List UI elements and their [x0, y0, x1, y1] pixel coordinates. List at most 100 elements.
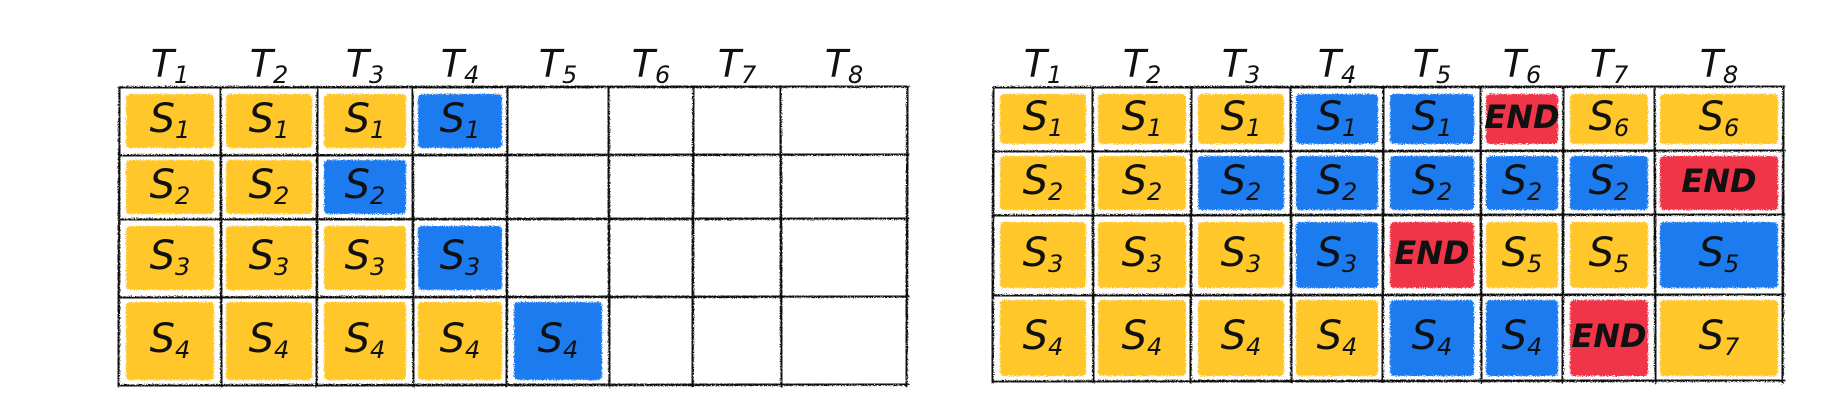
cell-label-left-r1-c3-subscript: 1	[370, 116, 385, 144]
cell-label-right-r2-c7: S2	[1589, 158, 1630, 206]
cell-label-right-r1-c4-subscript: 1	[1342, 114, 1357, 142]
cell-label-left-r3-c2-base: S	[249, 233, 274, 279]
grid-hline-left-2	[118, 216, 910, 222]
cell-label-right-r4-c2-base: S	[1122, 313, 1147, 359]
cell-label-right-r3-c6-subscript: 5	[1527, 250, 1542, 278]
cell-fill-right-r1-c4	[1296, 94, 1378, 144]
cell-label-left-r2-c2: S2	[249, 162, 290, 210]
cell-fill-right-r3-c1	[1000, 222, 1086, 288]
grid-hline-left-3	[118, 294, 910, 300]
cell-label-left-r3-c3: S3	[345, 233, 386, 281]
cell-label-right-r2-c5: S2	[1412, 158, 1453, 206]
column-header-left-8: T8	[825, 42, 864, 90]
cell-label-right-r4-c8: S7	[1699, 313, 1740, 361]
cell-fill-right-r1-c2	[1098, 94, 1186, 144]
column-header-right-2-base: T	[1123, 42, 1149, 86]
grid-vline-right-1	[1090, 86, 1096, 384]
cell-label-right-r4-c7-base: END	[1571, 317, 1646, 355]
column-header-left-1-subscript: 1	[174, 61, 189, 89]
cell-label-right-r4-c2-subscript: 4	[1147, 333, 1162, 361]
cell-label-right-r3-c2-subscript: 3	[1147, 250, 1162, 278]
cell-label-left-r4-c1-subscript: 4	[175, 336, 190, 364]
cell-label-right-r2-c2-subscript: 2	[1147, 178, 1162, 206]
cell-label-right-r4-c4-base: S	[1317, 313, 1342, 359]
cell-fill-left-r1-c1	[126, 94, 214, 148]
column-header-left-7: T7	[718, 42, 757, 90]
cell-label-right-r1-c2: S1	[1122, 94, 1163, 142]
cell-fill-right-r4-c5	[1390, 300, 1474, 376]
column-header-left-4: T4	[441, 42, 480, 90]
cell-label-right-r3-c8-base: S	[1699, 230, 1724, 276]
cell-label-right-r2-c3: S2	[1221, 158, 1262, 206]
column-header-left-8-subscript: 8	[848, 61, 863, 89]
cell-label-right-r2-c5-subscript: 2	[1437, 178, 1452, 206]
cell-label-right-r4-c7: END	[1571, 317, 1646, 355]
cell-label-right-r2-c6-base: S	[1502, 158, 1527, 204]
cell-label-right-r4-c4: S4	[1317, 313, 1358, 361]
cell-label-left-r4-c1: S4	[150, 316, 191, 364]
cell-label-left-r1-c2-subscript: 1	[274, 116, 289, 144]
column-header-right-2-subscript: 2	[1146, 61, 1161, 89]
column-header-left-5: T5	[539, 42, 578, 90]
column-header-right-8-base: T	[1700, 42, 1726, 86]
cell-fill-right-r1-c3	[1198, 94, 1284, 144]
cell-label-right-r3-c8-subscript: 5	[1724, 250, 1739, 278]
column-header-left-7-subscript: 7	[741, 61, 757, 89]
cell-fill-right-r4-c4	[1296, 300, 1378, 376]
cell-label-left-r1-c2: S1	[249, 96, 290, 144]
cell-label-left-r1-c1-subscript: 1	[175, 116, 190, 144]
cell-label-right-r4-c6: S4	[1502, 313, 1543, 361]
cell-fill-right-r1-c8	[1660, 94, 1778, 144]
column-header-right-4: T4	[1318, 42, 1357, 90]
cell-label-right-r4-c8-subscript: 7	[1724, 333, 1740, 361]
grid-hline-right-3	[992, 292, 1786, 298]
cell-label-left-r2-c3-base: S	[345, 162, 370, 208]
cell-label-right-r1-c3-base: S	[1221, 94, 1246, 140]
cell-label-left-r1-c4: S1	[440, 96, 481, 144]
cell-label-right-r1-c5: S1	[1412, 94, 1453, 142]
cell-label-right-r1-c8-subscript: 6	[1724, 114, 1739, 142]
cell-fill-right-r2-c4	[1296, 156, 1378, 210]
cell-label-left-r2-c2-base: S	[249, 162, 274, 208]
column-header-right-7: T7	[1590, 42, 1629, 90]
cell-label-right-r3-c3: S3	[1221, 230, 1262, 278]
cell-label-right-r1-c8-base: S	[1699, 94, 1724, 140]
grid-hline-right-0	[992, 84, 1786, 90]
column-header-right-1-subscript: 1	[1047, 61, 1062, 89]
grid-hline-right-4	[992, 378, 1786, 384]
column-header-left-7-base: T	[718, 42, 744, 86]
cell-fill-right-r4-c3	[1198, 300, 1284, 376]
cell-label-left-r4-c5-subscript: 4	[563, 336, 578, 364]
cell-label-right-r1-c5-base: S	[1412, 94, 1437, 140]
cell-label-left-r3-c3-subscript: 3	[370, 253, 385, 281]
cell-fill-right-r4-c1	[1000, 300, 1086, 376]
column-header-right-8-subscript: 8	[1723, 61, 1738, 89]
cell-label-right-r2-c2-base: S	[1122, 158, 1147, 204]
column-header-right-6-base: T	[1503, 42, 1529, 86]
cell-label-left-r3-c4-subscript: 3	[465, 253, 480, 281]
column-header-left-2: T2	[250, 42, 289, 90]
cell-label-right-r4-c3-base: S	[1221, 313, 1246, 359]
column-header-left-3: T3	[346, 42, 385, 90]
cell-label-right-r4-c1-base: S	[1023, 313, 1048, 359]
cell-label-right-r2-c2: S2	[1122, 158, 1163, 206]
cell-fill-left-r2-c2	[226, 160, 312, 214]
cell-fill-left-r4-c2	[226, 302, 312, 380]
cell-fill-left-r2-c1	[126, 160, 214, 214]
cell-fill-right-r3-c7	[1570, 222, 1648, 288]
grid-vline-left-7	[778, 86, 784, 388]
grid-hline-left-1	[118, 152, 910, 158]
grid-vline-right-2	[1188, 86, 1194, 384]
cell-fill-right-r2-c6	[1486, 156, 1558, 210]
cell-label-left-r2-c3: S2	[345, 162, 386, 210]
cell-fill-right-r2-c1	[1000, 156, 1086, 210]
cell-label-left-r2-c1-subscript: 2	[175, 182, 190, 210]
cell-label-right-r4-c5-subscript: 4	[1437, 333, 1452, 361]
cell-label-right-r1-c3-subscript: 1	[1246, 114, 1261, 142]
cell-fills	[126, 94, 1778, 380]
cell-label-left-r1-c4-base: S	[440, 96, 465, 142]
cell-label-left-r4-c4-subscript: 4	[465, 336, 480, 364]
cell-label-right-r1-c7-base: S	[1589, 94, 1614, 140]
column-header-left-6-base: T	[632, 42, 658, 86]
column-header-left-2-base: T	[250, 42, 276, 86]
